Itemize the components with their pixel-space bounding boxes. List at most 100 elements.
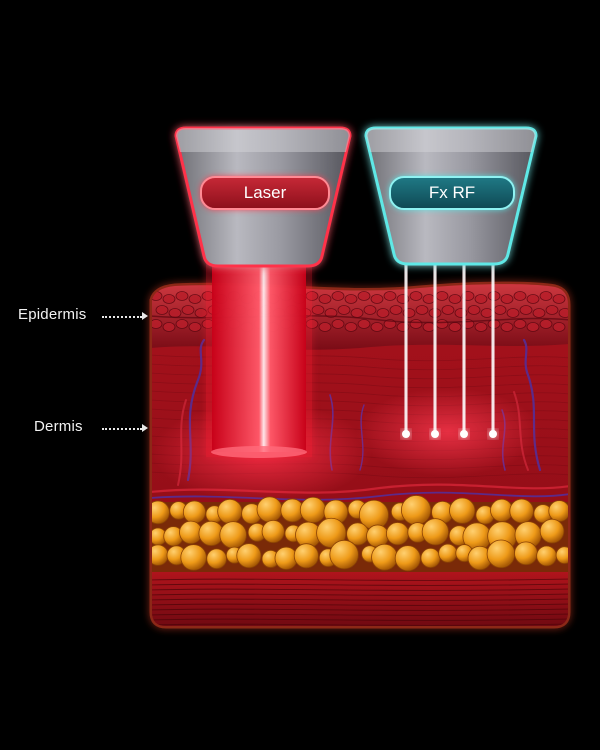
fat-cell bbox=[400, 495, 432, 526]
rf-needle bbox=[489, 260, 497, 438]
muscle-fiber bbox=[152, 613, 568, 616]
epidermis-cell bbox=[175, 291, 189, 301]
epidermis-cell bbox=[448, 322, 462, 332]
fat-cell bbox=[274, 546, 298, 570]
epidermis-cell bbox=[188, 322, 202, 332]
epidermis-cell bbox=[350, 308, 364, 318]
fat-cell bbox=[236, 543, 262, 569]
fat-cell bbox=[536, 545, 557, 567]
muscle-fiber bbox=[152, 598, 568, 601]
epidermis-cell bbox=[168, 308, 182, 318]
fat-cell bbox=[421, 518, 449, 546]
epidermis-cell bbox=[415, 305, 429, 315]
fxrf-label: Fx RF bbox=[428, 183, 476, 202]
fat-cell bbox=[299, 496, 327, 524]
fat-cell bbox=[490, 498, 514, 522]
fat-cell bbox=[420, 547, 441, 568]
fat-cell bbox=[206, 548, 227, 570]
fat-cell bbox=[219, 521, 247, 549]
epidermis-cell bbox=[435, 291, 449, 301]
epidermis-cell bbox=[357, 291, 371, 301]
epidermis-cell bbox=[513, 291, 527, 301]
laser-label: Laser bbox=[243, 183, 287, 202]
dermis-pointer bbox=[102, 428, 142, 430]
fat-cells bbox=[152, 495, 568, 572]
epidermis-cell bbox=[526, 322, 540, 332]
epidermis-cell bbox=[162, 322, 176, 332]
epidermis-cell bbox=[500, 322, 514, 332]
fat-cell bbox=[366, 524, 390, 548]
epidermis-cell bbox=[474, 322, 488, 332]
epidermis-cell bbox=[376, 308, 390, 318]
dermis-arrow-icon bbox=[142, 424, 148, 432]
epidermis-cell bbox=[435, 319, 449, 329]
rf-needles bbox=[402, 260, 497, 438]
rf-needle-tip bbox=[431, 430, 439, 438]
epidermis-cell bbox=[331, 291, 345, 301]
laser-beam bbox=[206, 262, 312, 458]
fat-cell bbox=[486, 539, 516, 569]
fat-cell bbox=[394, 545, 421, 572]
muscle-fiber bbox=[152, 608, 568, 611]
epidermis-cell bbox=[357, 319, 371, 329]
epidermis-arrow-icon bbox=[142, 312, 148, 320]
epidermis-cell bbox=[337, 305, 351, 315]
epidermis-cell bbox=[331, 319, 345, 329]
epidermis-cell bbox=[441, 305, 455, 315]
muscle-fiber bbox=[152, 593, 568, 596]
epidermis-cell bbox=[409, 319, 423, 329]
epidermis-cell bbox=[363, 305, 377, 315]
fat-cell bbox=[386, 522, 410, 546]
fat-cell bbox=[293, 543, 319, 569]
muscle-layer bbox=[152, 572, 568, 626]
epidermis-label: Epidermis bbox=[18, 306, 87, 323]
fxrf-label-pill: Fx RF bbox=[389, 176, 515, 210]
epidermis-cell bbox=[539, 291, 553, 301]
muscle-fibers bbox=[152, 578, 568, 626]
epidermis-cell bbox=[370, 294, 384, 304]
fat-cell bbox=[514, 541, 538, 566]
epidermis-cell bbox=[344, 322, 358, 332]
epidermis-cell bbox=[389, 305, 403, 315]
epidermis-cell bbox=[552, 322, 566, 332]
epidermis-cell bbox=[545, 305, 559, 315]
muscle-fiber bbox=[152, 623, 568, 626]
fat-cell bbox=[261, 519, 285, 544]
fat-cell bbox=[371, 543, 398, 571]
rf-needle bbox=[402, 260, 410, 438]
rf-needle-tip bbox=[460, 430, 468, 438]
fat-cell bbox=[256, 496, 283, 523]
epidermis-cell bbox=[344, 294, 358, 304]
epidermis-cell bbox=[519, 305, 533, 315]
epidermis-pointer bbox=[102, 316, 142, 318]
fat-cell bbox=[180, 544, 207, 571]
epidermis-cell bbox=[513, 319, 527, 329]
rf-needle-tip bbox=[489, 430, 497, 438]
fat-cell bbox=[182, 500, 206, 524]
fat-cell bbox=[152, 500, 170, 525]
epidermis-cell bbox=[474, 294, 488, 304]
epidermis-cell bbox=[311, 305, 325, 315]
epidermis-cell bbox=[493, 305, 507, 315]
epidermis-cell bbox=[188, 294, 202, 304]
epidermis-cell bbox=[526, 294, 540, 304]
muscle-fiber bbox=[152, 618, 568, 621]
epidermis-cell bbox=[409, 291, 423, 301]
dermis-label: Dermis bbox=[34, 418, 83, 435]
laser-label-pill: Laser bbox=[200, 176, 330, 210]
fat-cell bbox=[509, 498, 534, 524]
rf-needle bbox=[460, 260, 468, 438]
epidermis-cell bbox=[152, 319, 163, 329]
muscle-fiber bbox=[152, 578, 568, 581]
epidermis-cell bbox=[162, 294, 176, 304]
epidermis-cell bbox=[175, 319, 189, 329]
rf-heat-zone bbox=[356, 388, 540, 476]
epidermis-cell bbox=[324, 308, 338, 318]
fat-cell bbox=[438, 543, 458, 563]
epidermis-cell bbox=[318, 294, 332, 304]
epidermis-cell bbox=[500, 294, 514, 304]
epidermis-cell bbox=[532, 308, 546, 318]
fat-cell bbox=[555, 546, 568, 564]
muscle-fiber bbox=[152, 583, 568, 586]
